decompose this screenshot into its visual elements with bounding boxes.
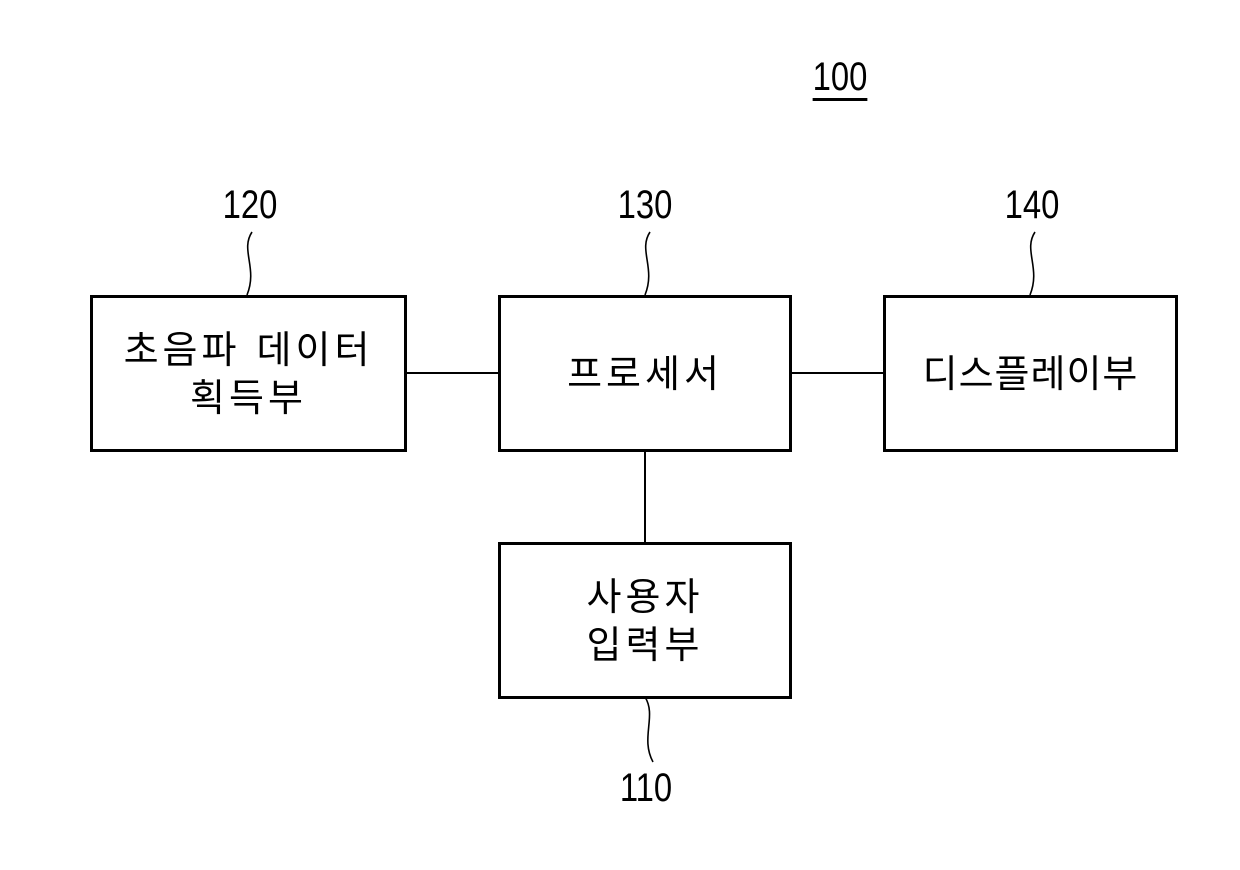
ref-number-user-input: 110 [597,766,695,811]
leader-line-130 [645,232,650,295]
processor-block-label: 프로세서 [567,350,723,398]
ultrasound-data-acquisition-block: 초음파 데이터 획득부 [90,295,407,452]
leader-line-140 [1030,232,1035,295]
display-block-label: 디스플레이부 [923,350,1139,398]
figure-reference-number: 100 [791,55,889,100]
leader-line-120 [247,232,252,295]
ref-number-processor: 130 [596,183,694,228]
ref-number-display: 140 [983,183,1081,228]
leader-line-110 [645,697,653,762]
user-input-block: 사용자 입력부 [498,542,792,699]
processor-block: 프로세서 [498,295,792,452]
display-block: 디스플레이부 [883,295,1178,452]
ultrasound-block-label: 초음파 데이터 획득부 [124,326,374,422]
ref-number-ultrasound: 120 [201,183,299,228]
user-input-block-label: 사용자 입력부 [587,573,704,669]
